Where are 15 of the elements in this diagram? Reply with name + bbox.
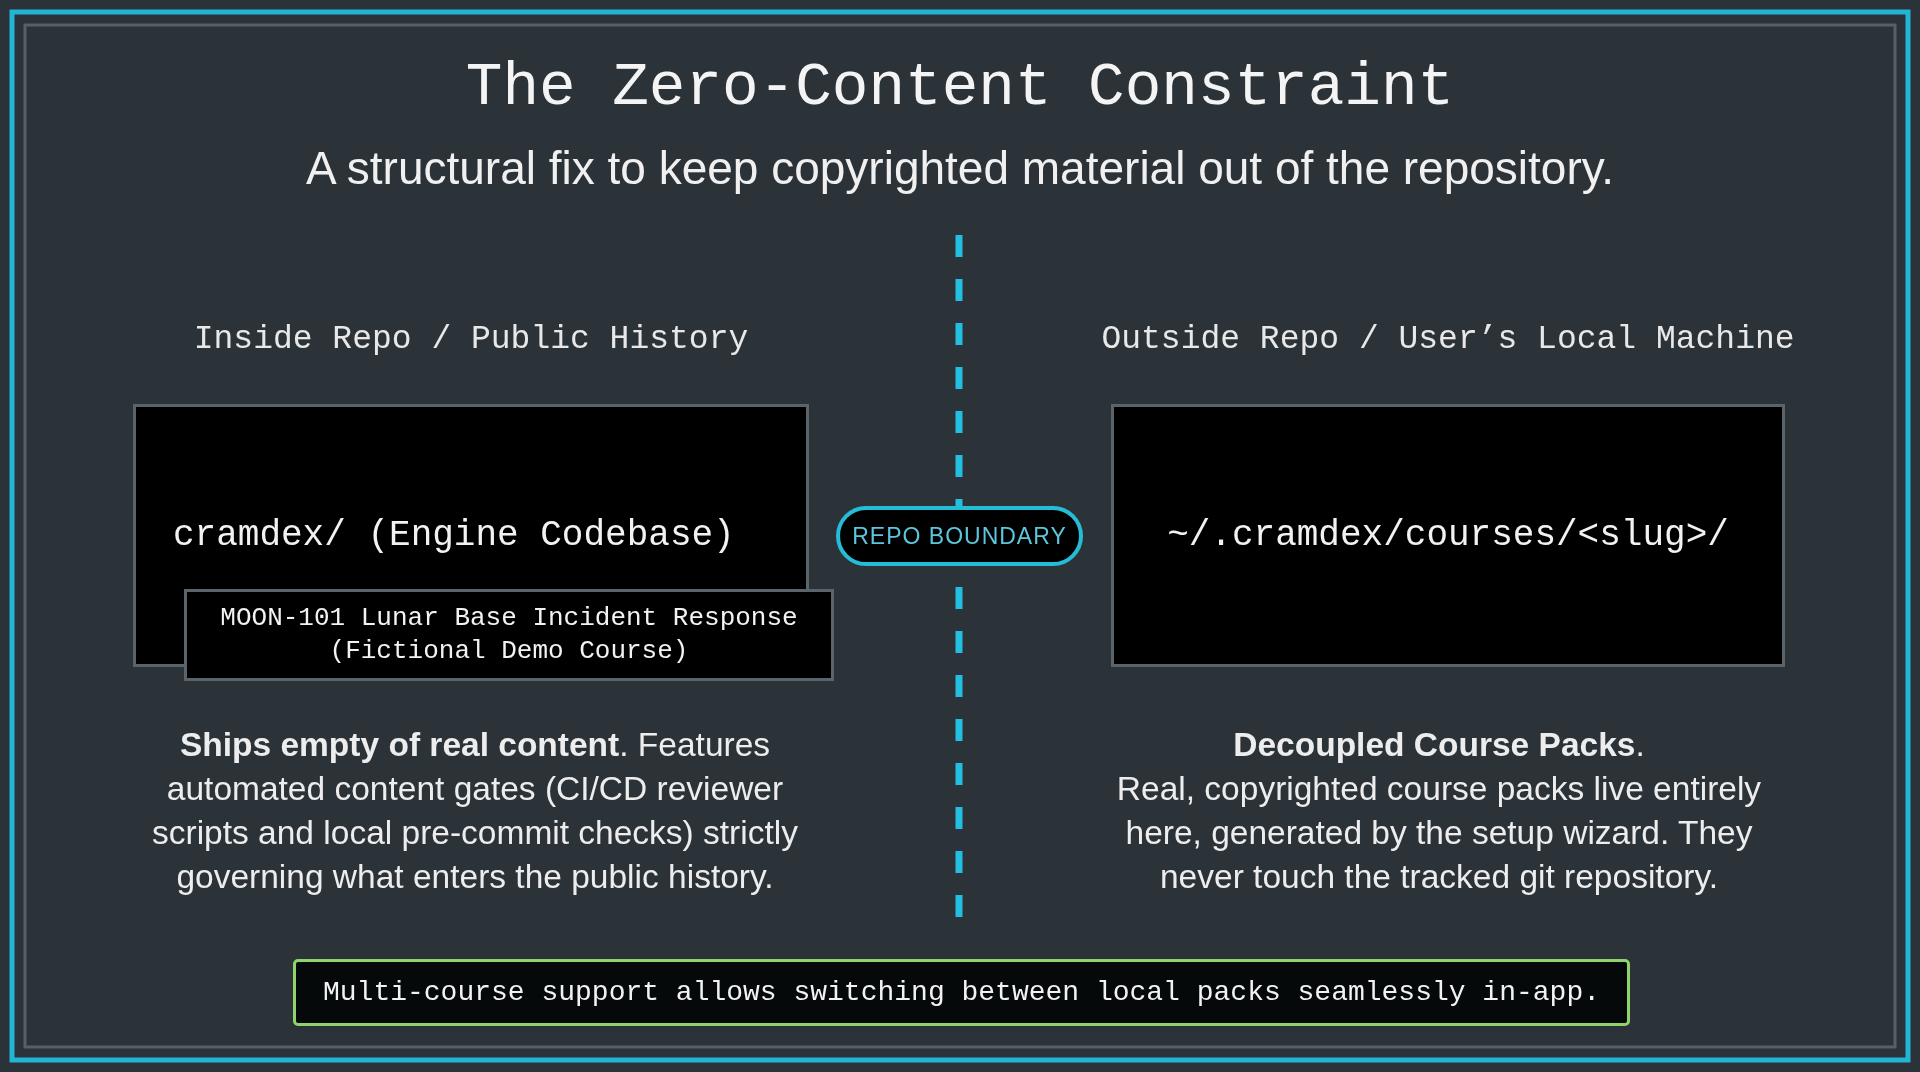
column-heading: Outside Repo / User’s Local Machine bbox=[1101, 321, 1795, 359]
folder-path: cramdex/ (Engine Codebase) bbox=[173, 514, 735, 558]
note-panel bbox=[293, 959, 1630, 1026]
description-text: Ships empty of real content. Features automated content gates (CI/CD reviewer scripts and local pre-commit checks) strictly governing what enters the public history. bbox=[151, 725, 799, 897]
column-heading: Inside Repo / Public History bbox=[193, 321, 749, 359]
folder-path: ~/.cramdex/courses/<slug>/ bbox=[1167, 514, 1729, 558]
description-heading: Decoupled Course Packs. bbox=[1232, 725, 1646, 765]
title: The Zero-Content Constraint bbox=[465, 52, 1455, 124]
boundary-pill bbox=[836, 506, 1083, 566]
boundary-label: REPO BOUNDARY bbox=[852, 521, 1067, 551]
course-title: MOON-101 Lunar Base Incident Response (Fictional Demo Course) bbox=[219, 602, 799, 668]
description-text: Real, copyrighted course packs live entirely here, generated by the setup wizard. They never touch the tracked git repository. bbox=[1115, 769, 1763, 897]
course-card bbox=[184, 589, 834, 681]
note-text: Multi-course support allows switching between local packs seamlessly in-app. bbox=[323, 976, 1600, 1010]
subtitle: A structural fix to keep copyrighted material out of the repository. bbox=[305, 141, 1615, 196]
